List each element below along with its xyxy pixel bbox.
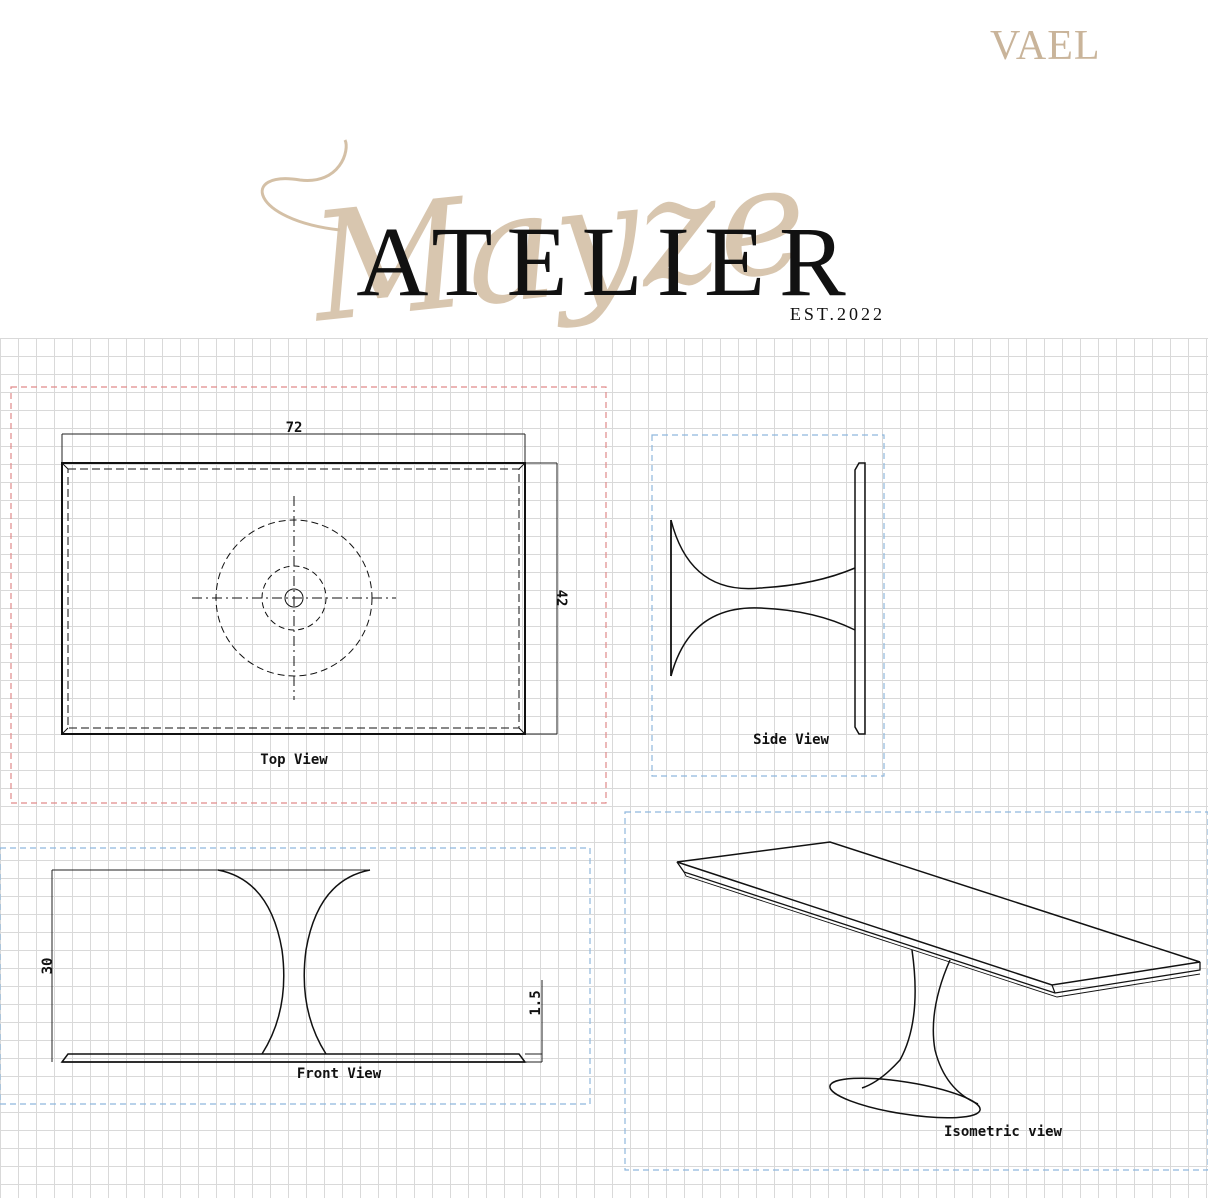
top-view-length-dimension: 72 (286, 420, 303, 436)
brand-corner-mark: VAEL (990, 23, 1101, 69)
side-view-pedestal (670, 519, 856, 590)
isometric-view-label: Isometric view (944, 1124, 1063, 1140)
side-view-label: Side View (753, 732, 829, 748)
top-view-tabletop (61, 462, 526, 735)
front-view: 30 1.5 Front View (0, 847, 591, 1105)
logo-script-flourish (260, 139, 348, 232)
front-view-label: Front View (297, 1066, 382, 1082)
drafting-grid (0, 338, 1208, 1198)
top-view: 72 42 Top View (10, 386, 607, 804)
logo-wordmark: ATELIER (356, 206, 859, 317)
logo-established: EST.2022 (790, 304, 885, 324)
front-view-frame (0, 847, 591, 1105)
isometric-view-pedestal (861, 949, 916, 1089)
top-view-frame (10, 386, 607, 804)
side-view: Side View (651, 434, 885, 777)
side-view-tabletop (854, 462, 866, 735)
isometric-view: Isometric view (624, 811, 1208, 1171)
logo: Mayze ATELIER EST.2022 (260, 132, 885, 357)
front-view-height-dimension: 30 (40, 958, 56, 975)
isometric-view-tabletop (676, 841, 1201, 986)
front-view-pedestal (217, 869, 285, 1055)
side-view-frame (651, 434, 885, 777)
top-view-width-dimension: 42 (553, 590, 569, 607)
isometric-view-base (829, 1077, 981, 1119)
isometric-view-frame (624, 811, 1208, 1171)
top-view-label: Top View (260, 752, 328, 768)
front-view-base-thickness-dimension: 1.5 (528, 990, 544, 1015)
front-view-tabletop (60, 1053, 527, 1063)
top-view-tabletop-inner (67, 468, 520, 729)
